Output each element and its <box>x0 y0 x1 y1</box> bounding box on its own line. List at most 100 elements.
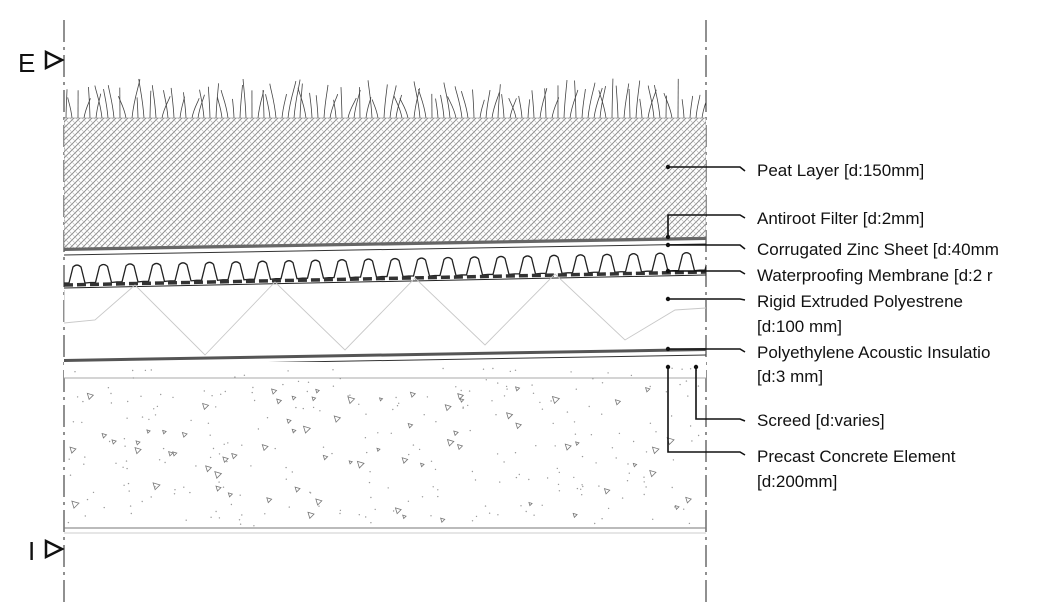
aggregate-mark <box>348 460 353 465</box>
aggregate-mark <box>294 486 301 493</box>
aggregate-speck <box>460 389 462 392</box>
label-concrete-line2: [d:200mm] <box>757 472 837 491</box>
grass-blade <box>136 97 139 119</box>
grass-blade <box>587 82 596 119</box>
aggregate-speck <box>107 387 110 389</box>
grass-blade <box>323 84 329 119</box>
label-pe-line2: [d:3 mm] <box>757 367 823 386</box>
aggregate-speck <box>573 476 575 479</box>
aggregate-speck <box>590 434 593 436</box>
grass-vegetation <box>65 78 706 119</box>
aggregate-speck <box>552 422 554 425</box>
grass-blade <box>581 89 586 119</box>
aggregate-mark <box>644 387 651 393</box>
grass-blade <box>161 96 171 119</box>
aggregate-speck <box>212 447 215 450</box>
aggregate-speck <box>364 437 367 439</box>
aggregate-speck <box>126 467 128 470</box>
aggregate-mark <box>456 443 464 451</box>
grass-blade <box>359 87 361 119</box>
aggregate-speck <box>377 432 379 434</box>
grass-blade <box>163 90 169 119</box>
grass-blade <box>395 94 402 119</box>
aggregate-speck <box>251 391 253 394</box>
aggregate-mark <box>307 511 315 520</box>
aggregate-speck <box>509 370 511 373</box>
aggregate-speck <box>630 374 633 377</box>
aggregate-speck <box>518 473 520 476</box>
leader-pe <box>665 346 746 353</box>
aggregate-speck <box>535 445 537 447</box>
aggregate-speck <box>580 488 582 490</box>
antiroot-filter <box>64 237 706 251</box>
aggregate-speck <box>76 396 79 398</box>
aggregate-speck <box>515 476 518 479</box>
aggregate-mark <box>168 451 174 457</box>
aggregate-speck <box>592 378 594 380</box>
grass-blade <box>333 99 337 119</box>
aggregate-speck <box>491 400 493 402</box>
aggregate-speck <box>539 401 541 404</box>
grass-blade <box>518 95 523 119</box>
aggregate-speck <box>471 470 474 473</box>
grass-blade <box>269 83 277 119</box>
aggregate-speck <box>679 383 681 386</box>
exterior-marker: E <box>18 48 65 78</box>
aggregate-speck <box>331 452 333 455</box>
aggregate-speck <box>220 393 222 395</box>
grass-blade <box>623 83 630 119</box>
grass-blade <box>472 89 475 119</box>
aggregate-speck <box>566 411 569 413</box>
grass-blade <box>508 98 517 119</box>
aggregate-speck <box>173 493 176 495</box>
grass-blade <box>479 99 485 119</box>
aggregate-speck <box>533 514 535 516</box>
aggregate-speck <box>645 451 648 453</box>
grass-blade <box>293 79 301 119</box>
aggregate-speck <box>83 463 85 465</box>
grass-blade <box>367 80 373 119</box>
label-concrete-line1: Precast Concrete Element <box>757 447 956 466</box>
grass-blade <box>628 88 631 119</box>
label-xps-line2: [d:100 mm] <box>757 317 842 336</box>
aggregate-speck <box>442 367 444 370</box>
aggregate-speck <box>222 486 225 488</box>
aggregate-speck <box>287 370 289 372</box>
grass-blade <box>83 98 91 119</box>
grass-blade <box>315 95 319 119</box>
aggregate-speck <box>685 380 688 382</box>
aggregate-speck <box>183 486 185 488</box>
grass-blade <box>242 78 247 119</box>
grass-blade <box>239 84 243 119</box>
aggregate-speck <box>127 400 129 403</box>
aggregate-speck <box>295 406 297 409</box>
grass-blade <box>654 85 661 119</box>
aggregate-speck <box>144 369 147 372</box>
aggregate-speck <box>332 385 335 387</box>
aggregate-speck <box>621 497 624 499</box>
aggregate-mark <box>376 447 381 453</box>
aggregate-speck <box>687 395 689 397</box>
aggregate-speck <box>130 512 132 515</box>
leader-lines <box>665 164 746 456</box>
aggregate-speck <box>455 386 457 388</box>
aggregate-speck <box>285 478 287 480</box>
grass-blade <box>329 94 339 119</box>
aggregate-mark <box>146 429 151 434</box>
aggregate-speck <box>506 388 508 390</box>
aggregate-mark <box>286 418 292 424</box>
grass-blade <box>95 93 102 119</box>
aggregate-speck <box>141 500 143 503</box>
aggregate-speck <box>556 467 558 470</box>
aggregate-speck <box>148 418 150 421</box>
aggregate-speck <box>218 453 221 455</box>
aggregate-speck <box>339 512 341 515</box>
aggregate-speck <box>594 522 596 525</box>
aggregate-speck <box>230 503 233 506</box>
aggregate-speck <box>474 479 477 481</box>
aggregate-speck <box>297 380 300 383</box>
aggregate-mark <box>402 514 407 520</box>
aggregate-speck <box>435 421 437 423</box>
aggregate-speck <box>607 372 609 374</box>
aggregate-speck <box>264 513 266 515</box>
